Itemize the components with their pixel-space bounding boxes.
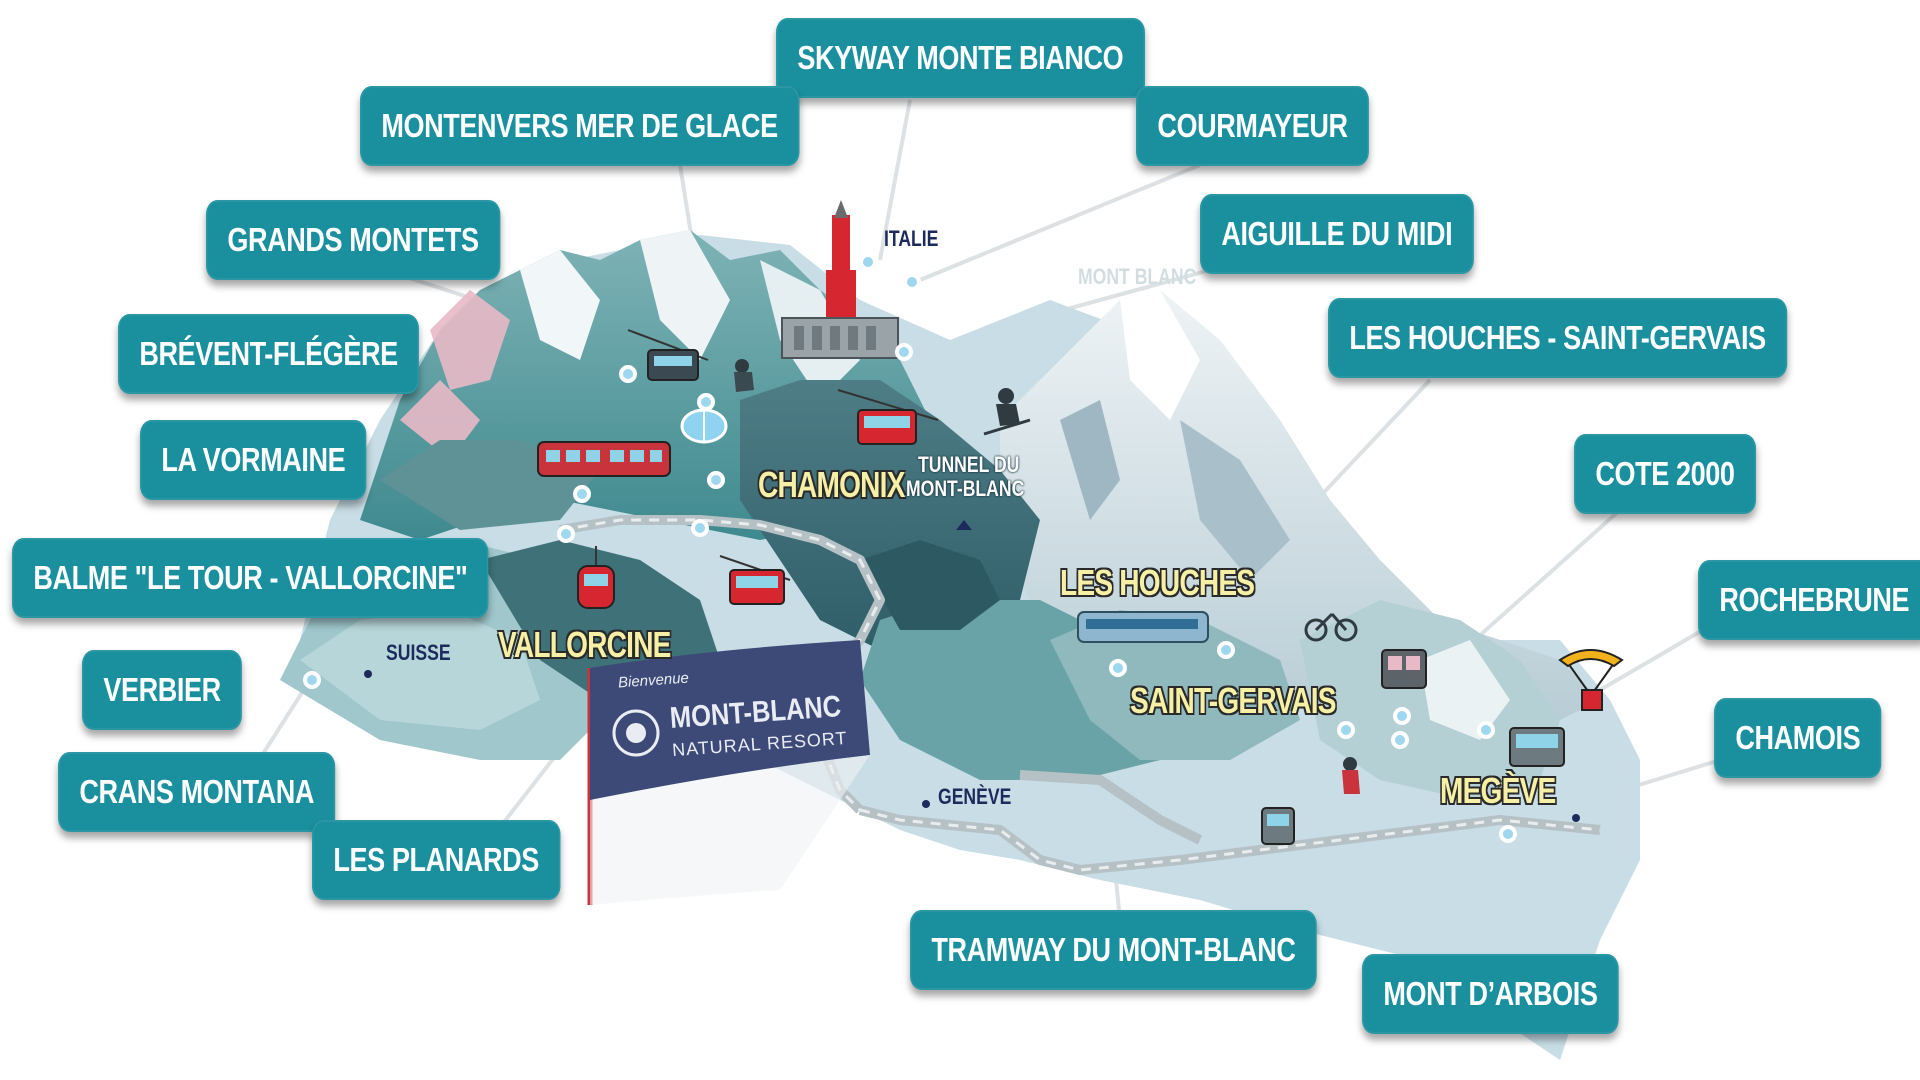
marker-tunnel-line2: MONT-BLANC: [906, 476, 1025, 501]
marker-mont-blanc: MONT BLANC: [1078, 264, 1197, 289]
rink-icon: [680, 408, 728, 444]
bike-icon: [1304, 612, 1358, 642]
cable-car-icon-5: [1261, 807, 1295, 845]
marker-italie: ITALIE: [884, 226, 939, 251]
aiguille-tower-icon: [781, 200, 899, 359]
label-chamois[interactable]: CHAMOIS: [1714, 698, 1882, 778]
town-les-houches[interactable]: LES HOUCHES: [1060, 562, 1255, 603]
train-icon: [537, 441, 671, 477]
paraglider-icon: [1558, 649, 1624, 711]
climber-icon: [734, 359, 754, 392]
label-aiguille-du-midi[interactable]: AIGUILLE DU MIDI: [1200, 194, 1474, 274]
location-markers: [303, 253, 1517, 843]
label-skyway-monte-bianco[interactable]: SKYWAY MONTE BIANCO: [776, 18, 1145, 98]
hiker-icon: [1342, 757, 1360, 794]
label-crans-montana[interactable]: CRANS MONTANA: [58, 752, 336, 832]
marker-suisse: SUISSE: [386, 640, 451, 665]
resort-flag: [587, 640, 870, 905]
label-tramway-du-mont-blanc[interactable]: TRAMWAY DU MONT-BLANC: [910, 910, 1317, 990]
town-saint-gervais[interactable]: SAINT-GERVAIS: [1130, 680, 1336, 721]
label-montenvers-mer-de-glace[interactable]: MONTENVERS MER DE GLACE: [360, 86, 800, 166]
label-cote-2000[interactable]: COTE 2000: [1574, 434, 1756, 514]
tram-icon: [1077, 611, 1209, 643]
label-grands-montets[interactable]: GRANDS MONTETS: [206, 200, 500, 280]
label-mont-darbois[interactable]: MONT D’ARBOIS: [1362, 954, 1619, 1034]
cable-car-icon-2: [719, 555, 791, 605]
label-balme-le-tour-vallorcine[interactable]: BALME "LE TOUR - VALLORCINE": [12, 538, 489, 618]
cable-car-red-icon: [837, 389, 939, 445]
gondola-icon: [577, 546, 615, 609]
cable-car-icon: [627, 329, 709, 381]
label-rochebrune[interactable]: ROCHEBRUNE: [1698, 560, 1920, 640]
town-megeve[interactable]: MEGÈVE: [1440, 770, 1556, 811]
label-courmayeur[interactable]: COURMAYEUR: [1136, 86, 1369, 166]
cable-car-icon-4: [1509, 727, 1565, 767]
label-les-houches-saint-gervais[interactable]: LES HOUCHES - SAINT-GERVAIS: [1328, 298, 1788, 378]
marker-geneve: GENÈVE: [938, 784, 1012, 809]
pin-icons: [364, 520, 1580, 822]
label-la-vormaine[interactable]: LA VORMAINE: [140, 420, 367, 500]
skier-icon: [983, 388, 1031, 436]
town-chamonix[interactable]: CHAMONIX: [758, 464, 905, 505]
town-vallorcine[interactable]: VALLORCINE: [498, 624, 671, 665]
label-verbier[interactable]: VERBIER: [82, 650, 243, 730]
cable-car-icon-3: [1381, 649, 1427, 689]
label-brevent-flegere[interactable]: BRÉVENT-FLÉGÈRE: [118, 314, 420, 394]
label-les-planards[interactable]: LES PLANARDS: [312, 820, 561, 900]
marker-tunnel-line1: TUNNEL DU: [918, 452, 1020, 477]
